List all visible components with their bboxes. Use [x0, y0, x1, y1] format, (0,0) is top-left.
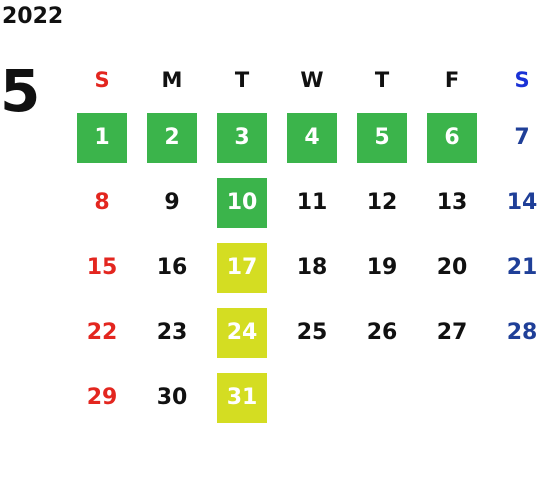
day-number[interactable]: 8	[94, 190, 110, 215]
day-cell: 16	[137, 235, 207, 300]
weekday-saturday: S	[514, 68, 530, 92]
day-number[interactable]: 9	[164, 190, 180, 215]
weekday-friday: F	[444, 68, 460, 92]
day-number[interactable]: 25	[296, 320, 328, 345]
day-cell: 26	[347, 300, 417, 365]
day-cell: 27	[417, 300, 487, 365]
day-number[interactable]: 23	[156, 320, 188, 345]
day-cell: 7	[487, 105, 548, 170]
day-cell: 30	[137, 365, 207, 430]
day-cell: 21	[487, 235, 548, 300]
day-number[interactable]: 12	[366, 190, 398, 215]
day-number[interactable]: 17	[217, 242, 267, 293]
day-number[interactable]: 3	[217, 112, 267, 163]
day-number[interactable]: 27	[436, 320, 468, 345]
day-number[interactable]: 2	[147, 112, 197, 163]
day-number[interactable]: 11	[296, 190, 328, 215]
month-number: 5	[0, 57, 41, 125]
day-cell: 25	[277, 300, 347, 365]
weekday-wednesday: W	[300, 68, 324, 92]
weekday-monday: M	[161, 68, 183, 92]
day-cell: 29	[67, 365, 137, 430]
day-number[interactable]: 22	[86, 320, 118, 345]
weekday-tuesday: T	[234, 68, 250, 92]
day-cell: 28	[487, 300, 548, 365]
day-number[interactable]: 16	[156, 255, 188, 280]
day-cell: 3	[207, 105, 277, 170]
day-number[interactable]: 7	[514, 125, 530, 150]
day-cell: 14	[487, 170, 548, 235]
day-number[interactable]: 6	[427, 112, 477, 163]
empty-cell	[347, 365, 417, 430]
day-number[interactable]: 28	[506, 320, 538, 345]
day-number[interactable]: 10	[217, 177, 267, 228]
day-number[interactable]: 30	[156, 385, 188, 410]
day-cell: 11	[277, 170, 347, 235]
day-cell: 6	[417, 105, 487, 170]
day-number[interactable]: 21	[506, 255, 538, 280]
empty-cell	[277, 365, 347, 430]
day-cell: 22	[67, 300, 137, 365]
day-number[interactable]: 5	[357, 112, 407, 163]
day-cell: 13	[417, 170, 487, 235]
day-cell: 9	[137, 170, 207, 235]
day-number[interactable]: 31	[217, 372, 267, 423]
day-number[interactable]: 18	[296, 255, 328, 280]
day-cell: 15	[67, 235, 137, 300]
empty-cell	[487, 365, 548, 430]
day-cell: 17	[207, 235, 277, 300]
day-cell: 2	[137, 105, 207, 170]
day-cell: 8	[67, 170, 137, 235]
day-number[interactable]: 13	[436, 190, 468, 215]
day-cell: 18	[277, 235, 347, 300]
day-cell: 20	[417, 235, 487, 300]
day-number[interactable]: 4	[287, 112, 337, 163]
day-cell: 23	[137, 300, 207, 365]
day-number[interactable]: 24	[217, 307, 267, 358]
day-number[interactable]: 14	[506, 190, 538, 215]
day-number[interactable]: 20	[436, 255, 468, 280]
day-cell: 4	[277, 105, 347, 170]
weekday-thursday: T	[374, 68, 390, 92]
day-number[interactable]: 29	[86, 385, 118, 410]
calendar-grid: S M T W T F S 1 2 3 4 5 6 7 8 9 10 11 12…	[67, 55, 547, 430]
day-number[interactable]: 26	[366, 320, 398, 345]
day-cell: 5	[347, 105, 417, 170]
day-number[interactable]: 15	[86, 255, 118, 280]
day-cell: 24	[207, 300, 277, 365]
empty-cell	[417, 365, 487, 430]
day-cell: 12	[347, 170, 417, 235]
year-label: 2022	[2, 4, 64, 29]
day-number[interactable]: 1	[77, 112, 127, 163]
day-cell: 1	[67, 105, 137, 170]
day-cell: 31	[207, 365, 277, 430]
day-cell: 10	[207, 170, 277, 235]
day-number[interactable]: 19	[366, 255, 398, 280]
day-cell: 19	[347, 235, 417, 300]
weekday-sunday: S	[94, 68, 110, 92]
